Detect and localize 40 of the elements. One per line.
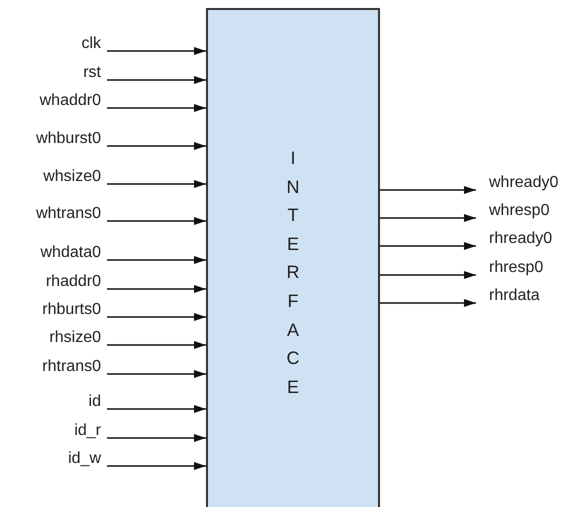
signal-label: rhtrans0 (42, 357, 107, 377)
signal-label: id_w (68, 449, 107, 469)
signal-label: rhrdata (476, 286, 540, 306)
arrow (107, 47, 206, 55)
signal-label: whready0 (476, 173, 558, 193)
signal-label: id (88, 392, 107, 412)
arrow (107, 434, 206, 442)
arrow (107, 76, 206, 84)
arrow (380, 299, 476, 307)
arrow (107, 313, 206, 321)
block-title: INTERFACE (285, 147, 300, 399)
arrow (107, 142, 206, 150)
signal-label: whaddr0 (40, 91, 107, 111)
signal-label: id_r (74, 421, 107, 441)
arrow (107, 104, 206, 112)
interface-block (206, 8, 380, 507)
arrow (107, 341, 206, 349)
arrow (380, 214, 476, 222)
signal-label: whburst0 (36, 129, 107, 149)
arrow (107, 180, 206, 188)
signal-label: rhaddr0 (46, 272, 107, 292)
arrow (107, 217, 206, 225)
arrow (380, 186, 476, 194)
signal-label: whresp0 (476, 201, 550, 221)
arrow (107, 462, 206, 470)
signal-label: rhready0 (476, 229, 552, 249)
signal-label: rhresp0 (476, 258, 544, 278)
signal-label: whsize0 (43, 167, 107, 187)
arrow (380, 271, 476, 279)
arrow (107, 285, 206, 293)
arrow (107, 405, 206, 413)
arrow (107, 370, 206, 378)
signal-label: rhburts0 (42, 300, 107, 320)
signal-label: rhsize0 (49, 328, 107, 348)
signal-label: rst (83, 63, 107, 83)
arrow (380, 242, 476, 250)
signal-label: clk (81, 34, 107, 54)
arrow (107, 256, 206, 264)
signal-label: whdata0 (40, 243, 107, 263)
signal-label: whtrans0 (36, 204, 107, 224)
